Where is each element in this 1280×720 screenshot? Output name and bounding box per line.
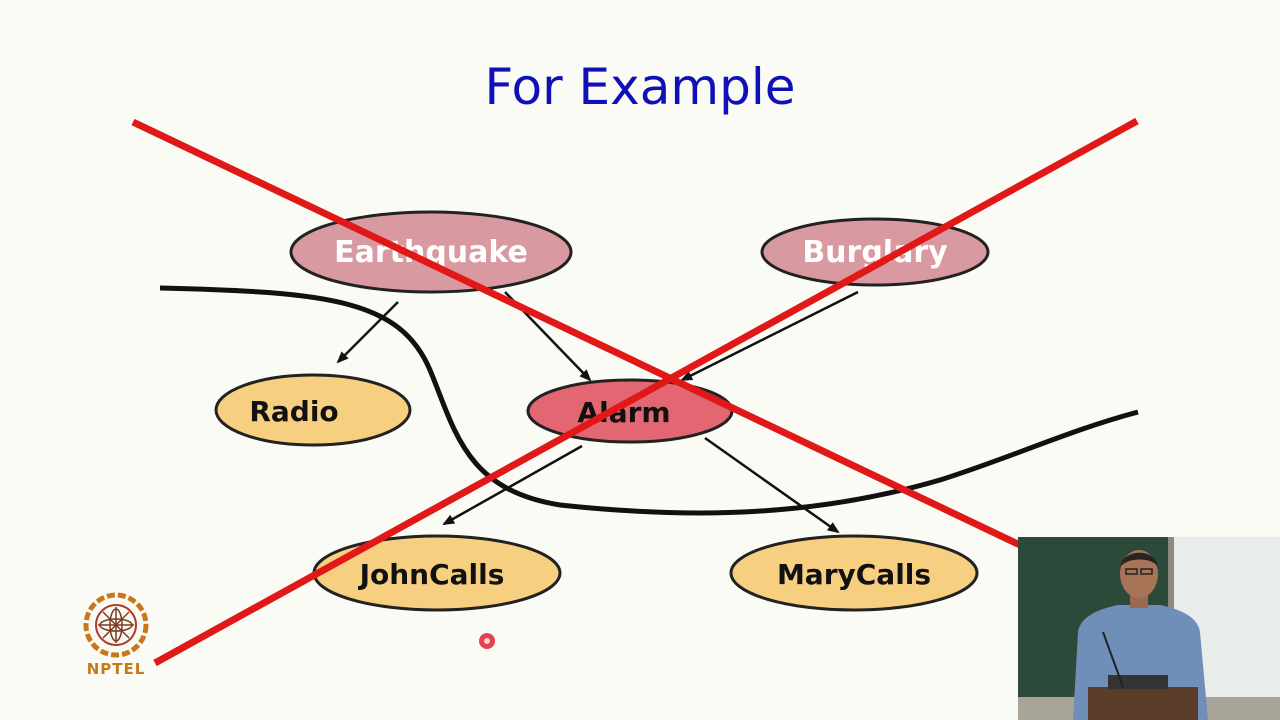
presenter-video-frame (1018, 537, 1280, 720)
node-johncalls: JohnCalls (312, 534, 562, 612)
podium (1088, 687, 1198, 720)
separator-curve (159, 285, 1139, 516)
node-earthquake: Earthquake (289, 210, 573, 294)
cross-out-stroke-1 (131, 118, 1047, 561)
edge-burglary-alarm (680, 290, 859, 382)
presenter-video (1018, 537, 1280, 720)
edge-alarm-johncalls (442, 444, 583, 526)
node-marycalls-label: MaryCalls (777, 558, 931, 591)
node-marycalls: MaryCalls (729, 534, 979, 612)
edge-earthquake-radio (336, 301, 399, 364)
nptel-logo-text: NPTEL (86, 660, 146, 678)
node-burglary: Burglary (760, 217, 990, 287)
cross-out-stroke-2 (153, 117, 1139, 667)
edge-alarm-marycalls (704, 436, 840, 534)
node-johncalls-label: JohnCalls (358, 558, 505, 591)
nptel-logo-icon (83, 592, 149, 658)
node-radio-label: Radio (249, 395, 338, 428)
slide-title: For Example (484, 58, 796, 116)
node-radio: Radio (214, 373, 412, 447)
laser-pointer-dot (479, 633, 495, 649)
